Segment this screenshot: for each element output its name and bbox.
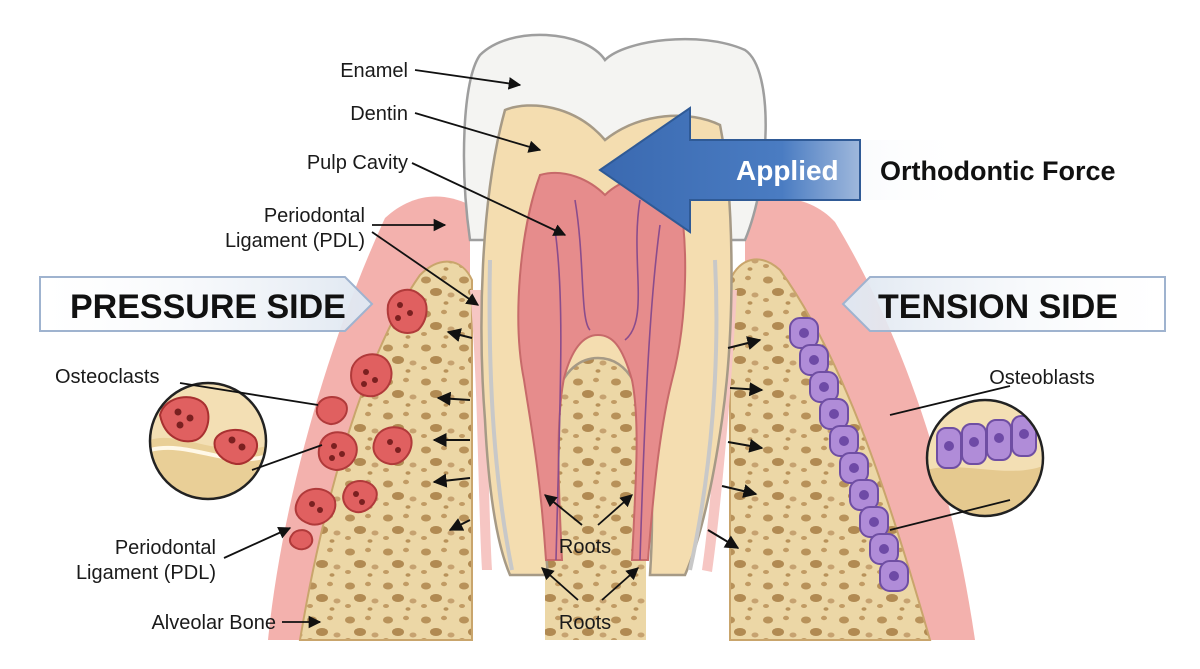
pdl-strip-left [470, 290, 492, 570]
label-pdl-bottom-line1: Periodontal [115, 537, 216, 559]
label-roots-upper: Roots [559, 536, 611, 558]
leader-lines [179, 69, 1011, 629]
tooth-cementum [487, 259, 719, 571]
label-pulp-cavity: Pulp Cavity [307, 152, 408, 174]
pressure-side-title: PRESSURE SIDE [70, 288, 346, 326]
osteoclast-zoom-circle [148, 381, 268, 501]
pdl-compression-arrows [432, 328, 473, 531]
label-osteoclasts: Osteoclasts [55, 366, 159, 388]
osteoclast-cell [342, 480, 378, 514]
label-pdl-top-line2: Ligament (PDL) [225, 230, 365, 252]
tension-side-banner [841, 276, 1166, 332]
osteoblast-nuclei [799, 328, 899, 581]
label-alveolar-bone: Alveolar Bone [151, 612, 276, 634]
pulp-vessels [554, 199, 661, 561]
left-arrow-icon [598, 106, 861, 234]
label-pdl-top-line1: Periodontal [264, 205, 365, 227]
osteoclast-cell [317, 431, 358, 472]
osteoblast-zoom-circle [925, 398, 1045, 518]
tension-side-title: TENSION SIDE [878, 288, 1118, 326]
force-label-orthodontic: Orthodontic Force [880, 156, 1116, 186]
pressure-side-banner [39, 276, 374, 332]
osteoclast-cell [386, 288, 428, 334]
osteoclast-cell [315, 396, 348, 426]
osteoclast-cell [294, 487, 337, 526]
label-pdl-bottom-line2: Ligament (PDL) [76, 562, 216, 584]
label-enamel: Enamel [340, 60, 408, 82]
osteoclast-cells [288, 288, 428, 551]
osteoclast-cell [372, 426, 413, 466]
osteoclast-cell [288, 529, 314, 551]
pdl-tension-arrows [707, 336, 764, 549]
inter-radicular-bone [545, 348, 646, 640]
osteoclast-nuclei [309, 302, 413, 513]
label-dentin: Dentin [350, 103, 408, 125]
label-osteoblasts: Osteoblasts [989, 367, 1095, 389]
osteoclast-cell [350, 353, 393, 398]
label-roots-lower: Roots [559, 612, 611, 634]
force-label-applied: Applied [736, 155, 839, 186]
